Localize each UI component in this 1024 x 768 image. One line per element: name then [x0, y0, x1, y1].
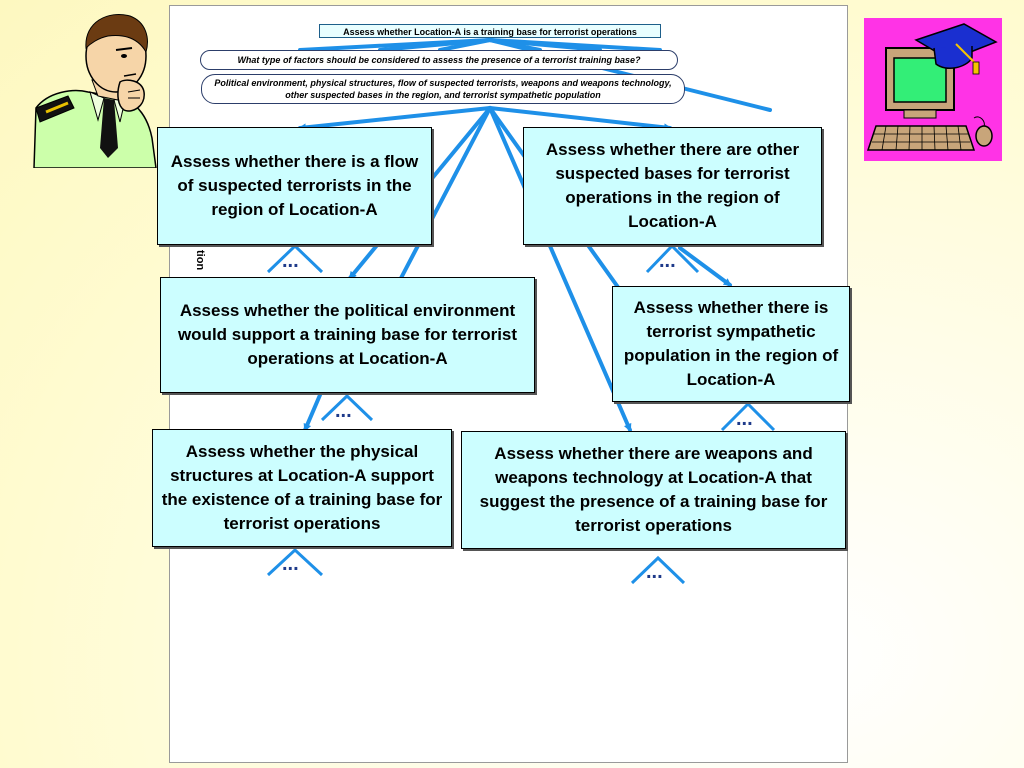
ellipsis-5: ... [282, 553, 299, 576]
officer-thinking-icon [28, 8, 160, 168]
ellipsis-4: ... [736, 408, 753, 431]
side-label: tion [194, 250, 206, 270]
question-box: What type of factors should be considere… [200, 50, 678, 70]
top-problem-box: Assess whether Location-A is a training … [319, 24, 661, 38]
graduation-computer-icon [864, 18, 1002, 161]
node-political-environment: Assess whether the political environment… [160, 277, 535, 393]
node-other-suspected-bases: Assess whether there are other suspected… [523, 127, 822, 245]
node-physical-structures: Assess whether the physical structures a… [152, 429, 452, 547]
answer-box: Political environment, physical structur… [201, 74, 685, 104]
node-sympathetic-population: Assess whether there is terrorist sympat… [612, 286, 850, 402]
ellipsis-1: ... [282, 250, 299, 273]
node-weapons-technology: Assess whether there are weapons and wea… [461, 431, 846, 549]
ellipsis-6: ... [646, 561, 663, 584]
ellipsis-3: ... [335, 400, 352, 423]
ellipsis-2: ... [659, 250, 676, 273]
node-flow-of-terrorists: Assess whether there is a flow of suspec… [157, 127, 432, 245]
